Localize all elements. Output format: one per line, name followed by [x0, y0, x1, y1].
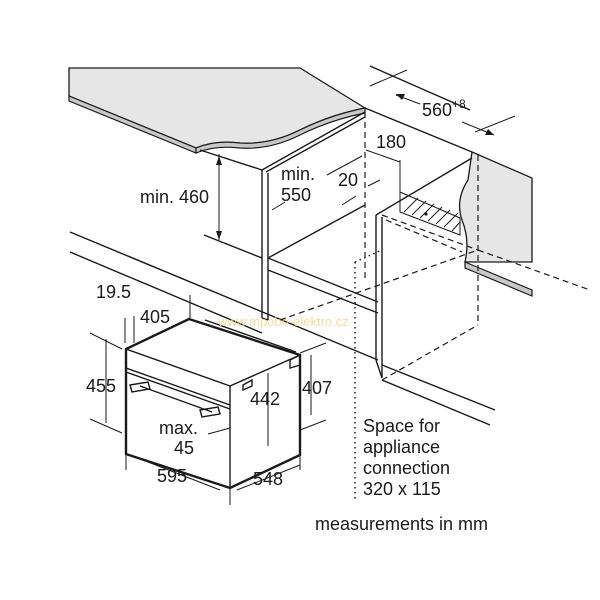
watermark: www.mpobo-elektro.cz	[217, 314, 349, 329]
connection-note-line4: 320 x 115	[363, 479, 441, 499]
cabinet-frame	[69, 107, 496, 426]
label-rear-gap: 20	[338, 170, 358, 190]
connection-note-line1: Space for	[363, 416, 440, 436]
dim-lines-cabinet	[216, 69, 516, 240]
label-min-depth-line1: min.	[281, 164, 315, 184]
label-top-depth: 405	[140, 307, 170, 327]
label-niche-width: 560+8	[422, 97, 466, 120]
connection-hatch	[399, 160, 461, 236]
label-side-height: 407	[302, 378, 332, 398]
hidden-lines	[279, 112, 591, 500]
niche-width-tolerance: +8	[452, 97, 466, 111]
label-body-height: 442	[250, 389, 280, 409]
label-min-depth-line2: 550	[281, 185, 311, 205]
label-body-depth: 548	[253, 469, 283, 489]
countertop-left	[68, 67, 367, 154]
countertop-right	[458, 151, 533, 297]
connection-note-line3: connection	[363, 458, 450, 478]
label-front-height: 455	[86, 376, 116, 396]
label-front-width: 595	[157, 466, 187, 486]
niche-width-value: 560	[422, 100, 452, 120]
label-connection-offset: 180	[376, 132, 406, 152]
connection-note-line2: appliance	[363, 437, 440, 457]
back-wall-line	[369, 65, 471, 111]
label-min-height: min. 460	[140, 187, 209, 207]
label-overhang-line2: 45	[174, 438, 194, 458]
label-overhang-line1: max.	[159, 418, 198, 438]
label-front-panel-offset: 19.5	[96, 282, 131, 302]
dim-lines-appliance	[89, 295, 327, 505]
units-note: measurements in mm	[315, 514, 488, 534]
